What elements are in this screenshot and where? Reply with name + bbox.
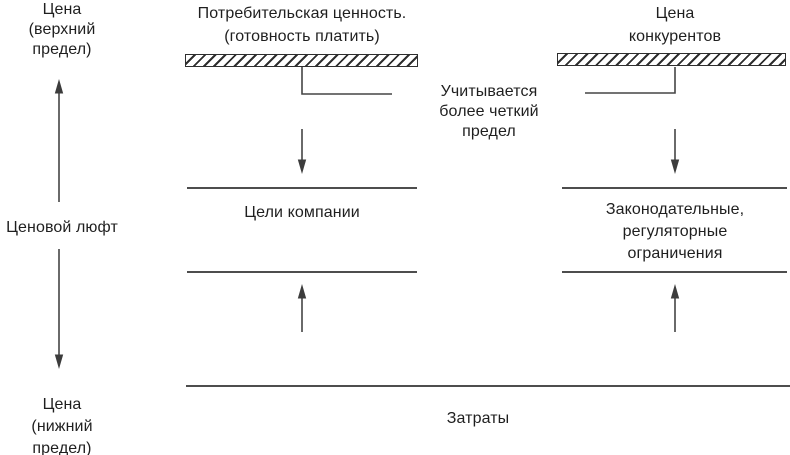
arrow-down-icon (54, 354, 64, 369)
arrow-up-icon (297, 284, 307, 299)
competitor-price-bar (557, 53, 786, 66)
competitor-bar-connector-line (585, 67, 676, 94)
arrow-up-icon (54, 79, 64, 94)
arrow-down-icon (670, 159, 680, 174)
price-lower-limit-label: Цена (нижний предел) (31, 396, 93, 455)
consumer-value-label: Потребительская ценность. (готовность пл… (197, 5, 407, 45)
consumer-bar-connector-line (301, 67, 392, 95)
arrow-down-icon (297, 159, 307, 174)
consumer-value-bar (185, 54, 418, 67)
costs-label: Затраты (446, 410, 510, 427)
regulatory-constraints-label: Законодательные, регуляторные ограничени… (605, 201, 745, 262)
company-goals-label: Цели компании (244, 204, 360, 221)
price-gap-label: Ценовой люфт (6, 219, 118, 236)
price-upper-limit-label: Цена (верхний предел) (28, 1, 96, 58)
stricter-limit-note-label: Учитывается более четкий предел (439, 83, 539, 140)
arrow-up-icon (670, 284, 680, 299)
competitor-price-label: Цена конкурентов (628, 5, 722, 45)
